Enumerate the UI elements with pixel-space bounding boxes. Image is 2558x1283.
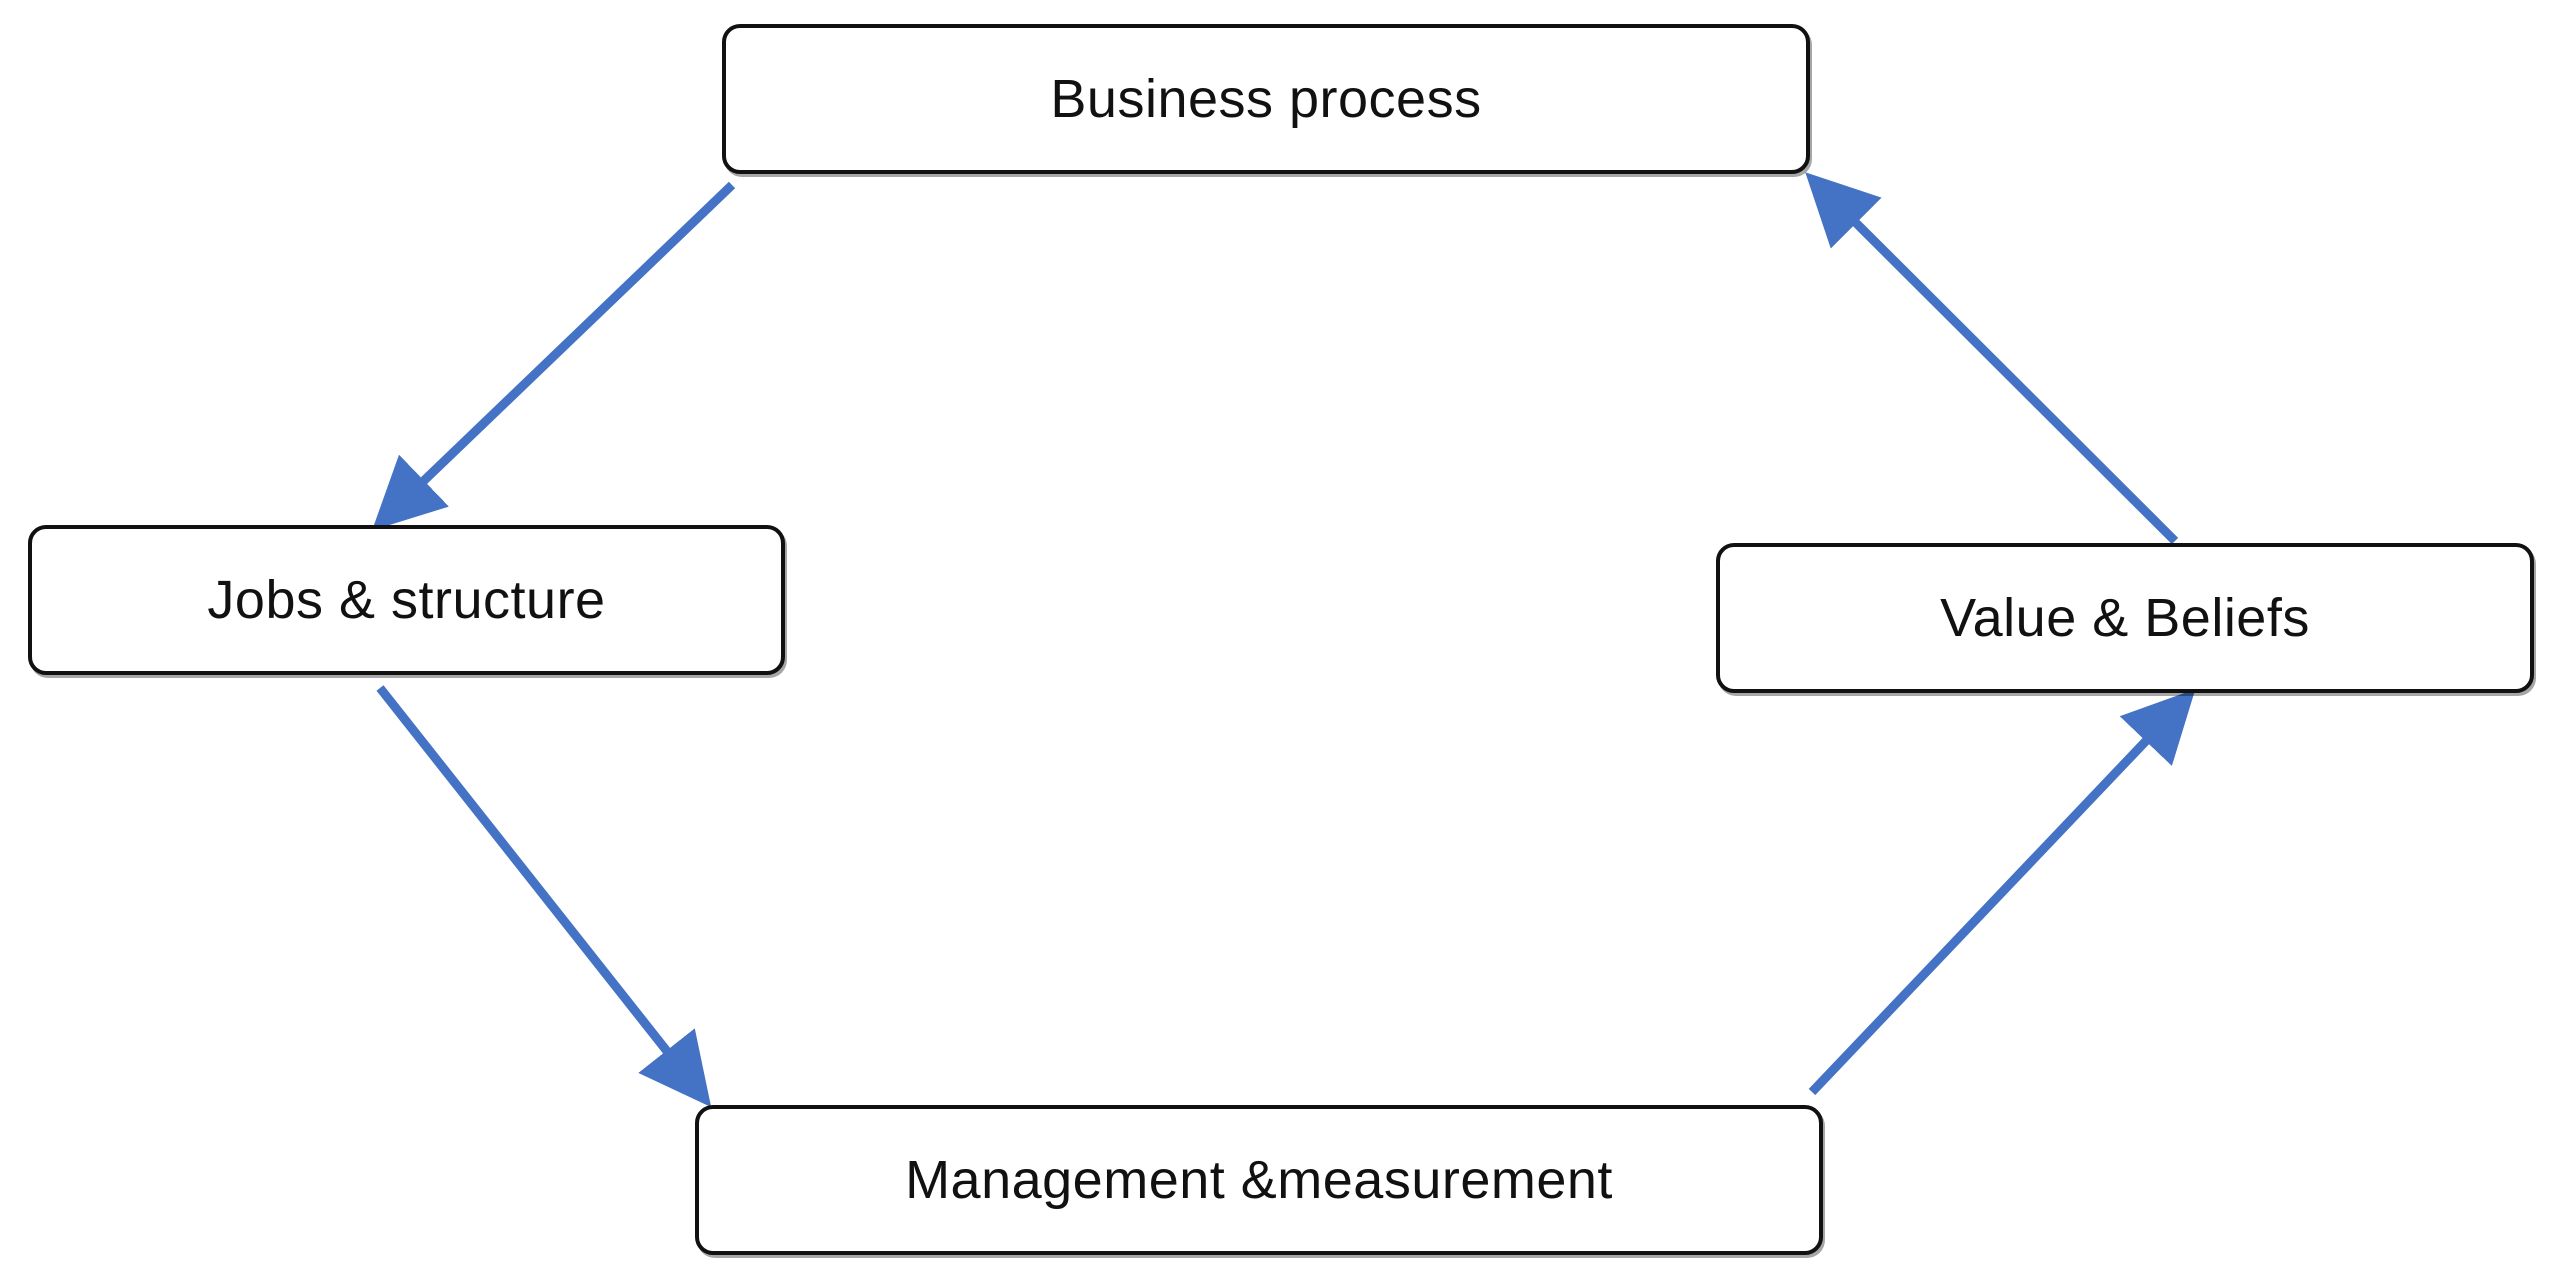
business-process-box: Business process [722, 24, 1810, 174]
arrow-management-to-value [1808, 688, 2196, 1096]
management-measurement-label: Management &measurement [905, 1150, 1613, 1210]
value-beliefs-box: Value & Beliefs [1716, 543, 2534, 693]
jobs-structure-box: Jobs & structure [28, 525, 785, 675]
management-measurement-box: Management &measurement [695, 1105, 1823, 1255]
jobs-structure-label: Jobs & structure [207, 570, 606, 630]
arrow-jobs-to-management [376, 685, 712, 1108]
arrow-value-to-business [1805, 172, 2179, 545]
value-beliefs-label: Value & Beliefs [1940, 588, 2310, 648]
business-process-label: Business process [1050, 69, 1482, 129]
arrow-business-to-jobs [372, 181, 736, 531]
